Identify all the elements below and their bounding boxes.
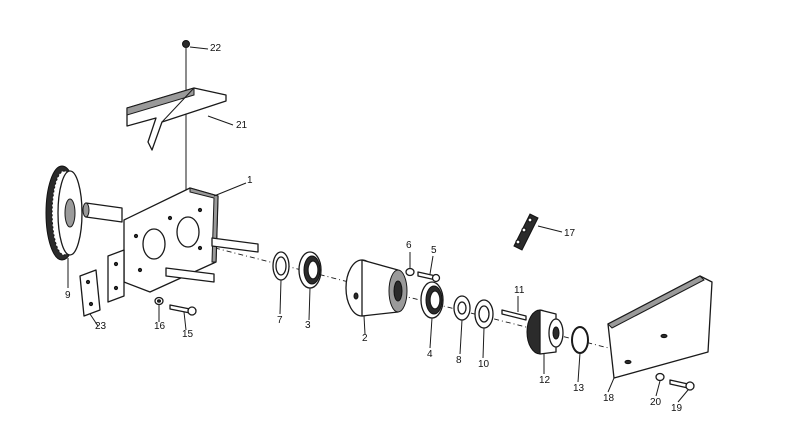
callout-16: 16: [154, 321, 166, 332]
part-7-ring: [272, 251, 290, 281]
part-9-gear-wheel: [45, 165, 83, 261]
callout-8: 8: [456, 355, 462, 366]
part-16-washer: [154, 296, 164, 306]
part-20-washer: [655, 372, 665, 382]
part-12-sprocket: [526, 309, 564, 355]
callout-17: 17: [564, 228, 576, 239]
callout-9: 9: [65, 290, 71, 301]
part-1-housing: [107, 187, 259, 303]
callout-15: 15: [182, 329, 194, 340]
part-13-circlip: [571, 326, 589, 354]
callout-18: 18: [603, 393, 615, 404]
callout-3: 3: [305, 320, 311, 331]
callout-7: 7: [277, 315, 283, 326]
callout-4: 4: [427, 349, 433, 360]
callout-23: 23: [95, 321, 107, 332]
part-4-bearing: [420, 281, 444, 319]
part-18-guard: [607, 275, 713, 379]
callout-10: 10: [478, 359, 490, 370]
part-10-washer: [474, 299, 494, 329]
callout-19: 19: [671, 403, 683, 414]
callout-5: 5: [431, 245, 437, 256]
callout-21: 21: [236, 120, 248, 131]
part-23-plate: [79, 269, 101, 317]
callout-6: 6: [406, 240, 412, 251]
part-19-bolt: [669, 379, 695, 391]
callout-13: 13: [573, 383, 585, 394]
callout-11: 11: [514, 285, 525, 296]
callout-22: 22: [210, 43, 222, 54]
part-17-chain: [513, 213, 539, 251]
callout-2: 2: [362, 333, 368, 344]
part-8-washer: [453, 295, 471, 321]
part-15-bolt: [169, 304, 197, 316]
callout-12: 12: [539, 375, 551, 386]
part-22-screw: [182, 40, 190, 56]
callout-20: 20: [650, 397, 662, 408]
part-6-washer: [405, 267, 415, 277]
part-2-hub: [345, 259, 408, 317]
part-21-cover: [126, 87, 227, 151]
callout-1: 1: [247, 175, 253, 186]
part-5-bolt: [417, 271, 441, 283]
drive-shaft: [82, 202, 123, 223]
leader-lines: [67, 46, 689, 403]
part-3-bearing: [298, 251, 322, 289]
part-11-key: [501, 309, 527, 321]
